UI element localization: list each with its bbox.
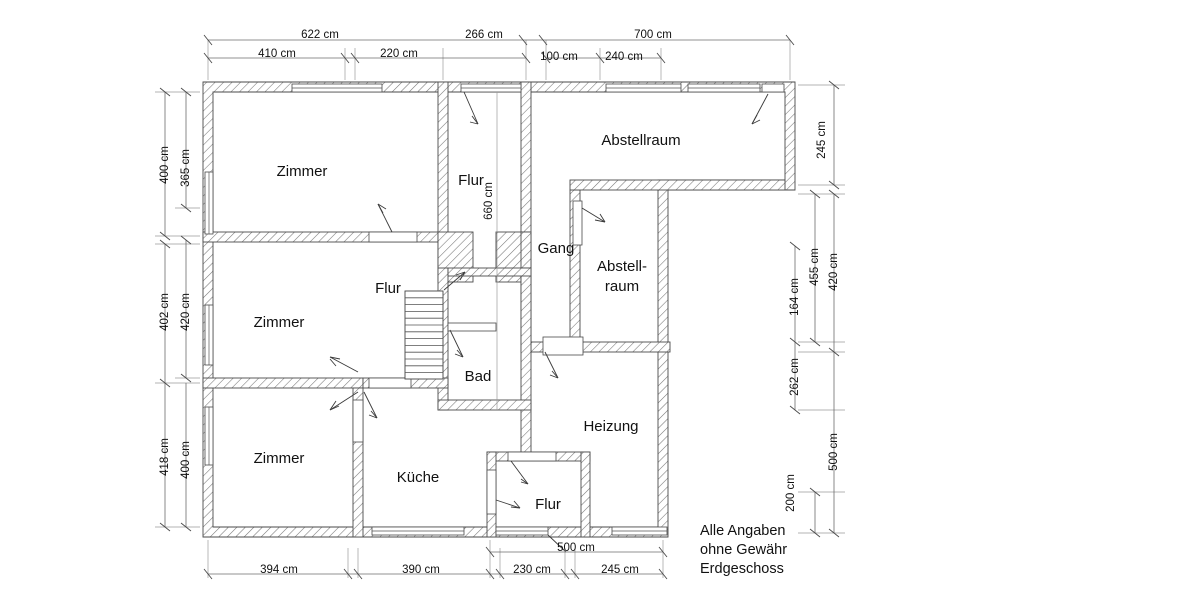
dimension-left: 400 cm 402 cm 418 cm 365 cm 420 cm 400 c… <box>155 87 200 532</box>
window-bottom-2 <box>495 526 549 536</box>
room-label-zimmer-mid-left: Zimmer <box>254 314 305 331</box>
door-arrow-stair-flur <box>443 271 466 291</box>
interior-wall-h-5 <box>437 399 532 411</box>
dim-right-500: 500 cm <box>828 433 840 471</box>
dim-top-700: 700 cm <box>634 29 672 41</box>
window-top-3 <box>605 83 682 93</box>
interior-wall-v-8 <box>520 267 532 459</box>
window-top-5 <box>761 83 785 93</box>
dim-interior-660: 660 cm <box>483 182 495 220</box>
dim-left-418: 418 cm <box>159 438 171 476</box>
interior-wall-h-4 <box>569 179 786 191</box>
dim-top-622: 622 cm <box>301 29 339 41</box>
door-arrow-bottom-flur-exit <box>547 534 567 553</box>
dim-left-400b: 400 cm <box>180 441 192 479</box>
dim-top-410: 410 cm <box>258 48 296 60</box>
window-left-2 <box>204 304 214 366</box>
window-top-2 <box>460 83 522 93</box>
window-bottom-3 <box>611 526 668 536</box>
dim-right-200: 200 cm <box>785 474 797 512</box>
door-swing-group <box>329 91 769 553</box>
door-opening-flur-bottom-top <box>507 451 557 462</box>
interior-wall-v-2 <box>352 387 364 538</box>
room-label-zimmer-bottom-left: Zimmer <box>254 450 305 467</box>
dim-left-402: 402 cm <box>159 293 171 331</box>
room-label-gang: Gang <box>538 240 575 257</box>
dim-left-400a: 400 cm <box>159 146 171 184</box>
interior-wall-h-2 <box>202 377 364 389</box>
door-opening-gang-abstell <box>572 200 583 246</box>
door-opening-bad-top <box>447 322 497 332</box>
door-arrow-kueche <box>363 391 378 419</box>
room-label-abstellraum-top: Abstellraum <box>601 132 680 149</box>
door-arrow-zimmer-top <box>377 203 393 233</box>
dim-right-455: 455 cm <box>809 248 821 286</box>
door-opening-kueche <box>352 399 364 443</box>
window-left-3 <box>204 406 214 466</box>
dim-bottom-390: 390 cm <box>402 564 440 576</box>
room-label-flur-stair: Flur <box>375 280 401 297</box>
opening-group <box>204 83 785 536</box>
room-label-kueche: Küche <box>397 469 440 486</box>
door-arrow-gang-lower <box>544 351 559 379</box>
disclaimer-line-3: Erdgeschoss <box>700 561 784 577</box>
interior-wall-v-9 <box>580 451 591 538</box>
room-label-bad: Bad <box>465 368 492 385</box>
room-label-group: Zimmer Zimmer Zimmer Küche Flur Flur Flu… <box>254 132 681 513</box>
disclaimer-line-1: Alle Angaben <box>700 523 785 539</box>
door-arrow-bad-top <box>449 329 464 358</box>
door-arrow-flur-bottom-left <box>495 499 521 509</box>
dimension-right: 245 cm 420 cm 500 cm 455 cm 200 cm 164 c… <box>785 80 845 538</box>
dim-bottom-245: 245 cm <box>601 564 639 576</box>
door-arrow-abstellraum-top <box>751 93 769 125</box>
dim-bottom-230: 230 cm <box>513 564 551 576</box>
dim-left-365: 365 cm <box>180 149 192 187</box>
wall-group <box>202 81 796 538</box>
dim-left-420: 420 cm <box>180 293 192 331</box>
dim-bottom-500: 500 cm <box>557 542 595 554</box>
dim-right-420: 420 cm <box>828 253 840 291</box>
door-opening-gang-lower <box>542 336 584 356</box>
dimension-interior-660: 660 cm <box>483 92 498 410</box>
dim-top-220: 220 cm <box>380 48 418 60</box>
door-arrow-flur-bottom-top <box>510 460 529 485</box>
room-label-zimmer-top-left: Zimmer <box>277 163 328 180</box>
window-bottom-1 <box>371 526 465 536</box>
room-label-flur-upper: Flur <box>458 172 484 189</box>
dim-bottom-394: 394 cm <box>260 564 298 576</box>
dim-right-164: 164 cm <box>789 278 801 316</box>
interior-wall-h-6 <box>447 267 532 277</box>
disclaimer-line-2: ohne Gewähr <box>700 542 787 558</box>
dim-top-240: 240 cm <box>605 51 643 63</box>
room-label-heizung: Heizung <box>583 418 638 435</box>
disclaimer-note: Alle Angaben ohne Gewähr Erdgeschoss <box>700 523 787 577</box>
dimension-bottom: 500 cm 394 cm 390 cm 230 cm 245 cm <box>203 540 668 580</box>
door-arrow-zimmer-bottom <box>329 391 359 411</box>
exterior-wall-shell <box>202 81 796 538</box>
window-top-1 <box>291 83 383 93</box>
dim-right-262: 262 cm <box>789 358 801 396</box>
door-arrow-abstell-mid <box>581 207 606 223</box>
room-label-abstellraum-mid-2: raum <box>605 278 639 295</box>
dim-top-100: 100 cm <box>540 51 578 63</box>
door-opening-zimmer-top <box>368 231 418 243</box>
interior-wall-v-4 <box>520 81 532 233</box>
dim-top-266: 266 cm <box>465 29 503 41</box>
dim-right-245: 245 cm <box>816 121 828 159</box>
staircase <box>404 290 444 380</box>
door-arrow-flur-mid-left <box>329 356 359 373</box>
window-left-1 <box>204 171 214 235</box>
door-arrow-top-flur <box>463 91 479 125</box>
room-label-flur-bottom: Flur <box>535 496 561 513</box>
window-top-4 <box>687 83 761 93</box>
door-opening-zimmer-mid <box>368 377 412 389</box>
door-opening-flur-bottom-left <box>486 469 497 515</box>
dimension-top: 622 cm 266 cm 700 cm 410 cm 220 cm 100 c… <box>203 29 795 80</box>
interior-wall-v-1 <box>437 81 449 243</box>
room-label-abstellraum-mid-1: Abstell- <box>597 258 647 275</box>
